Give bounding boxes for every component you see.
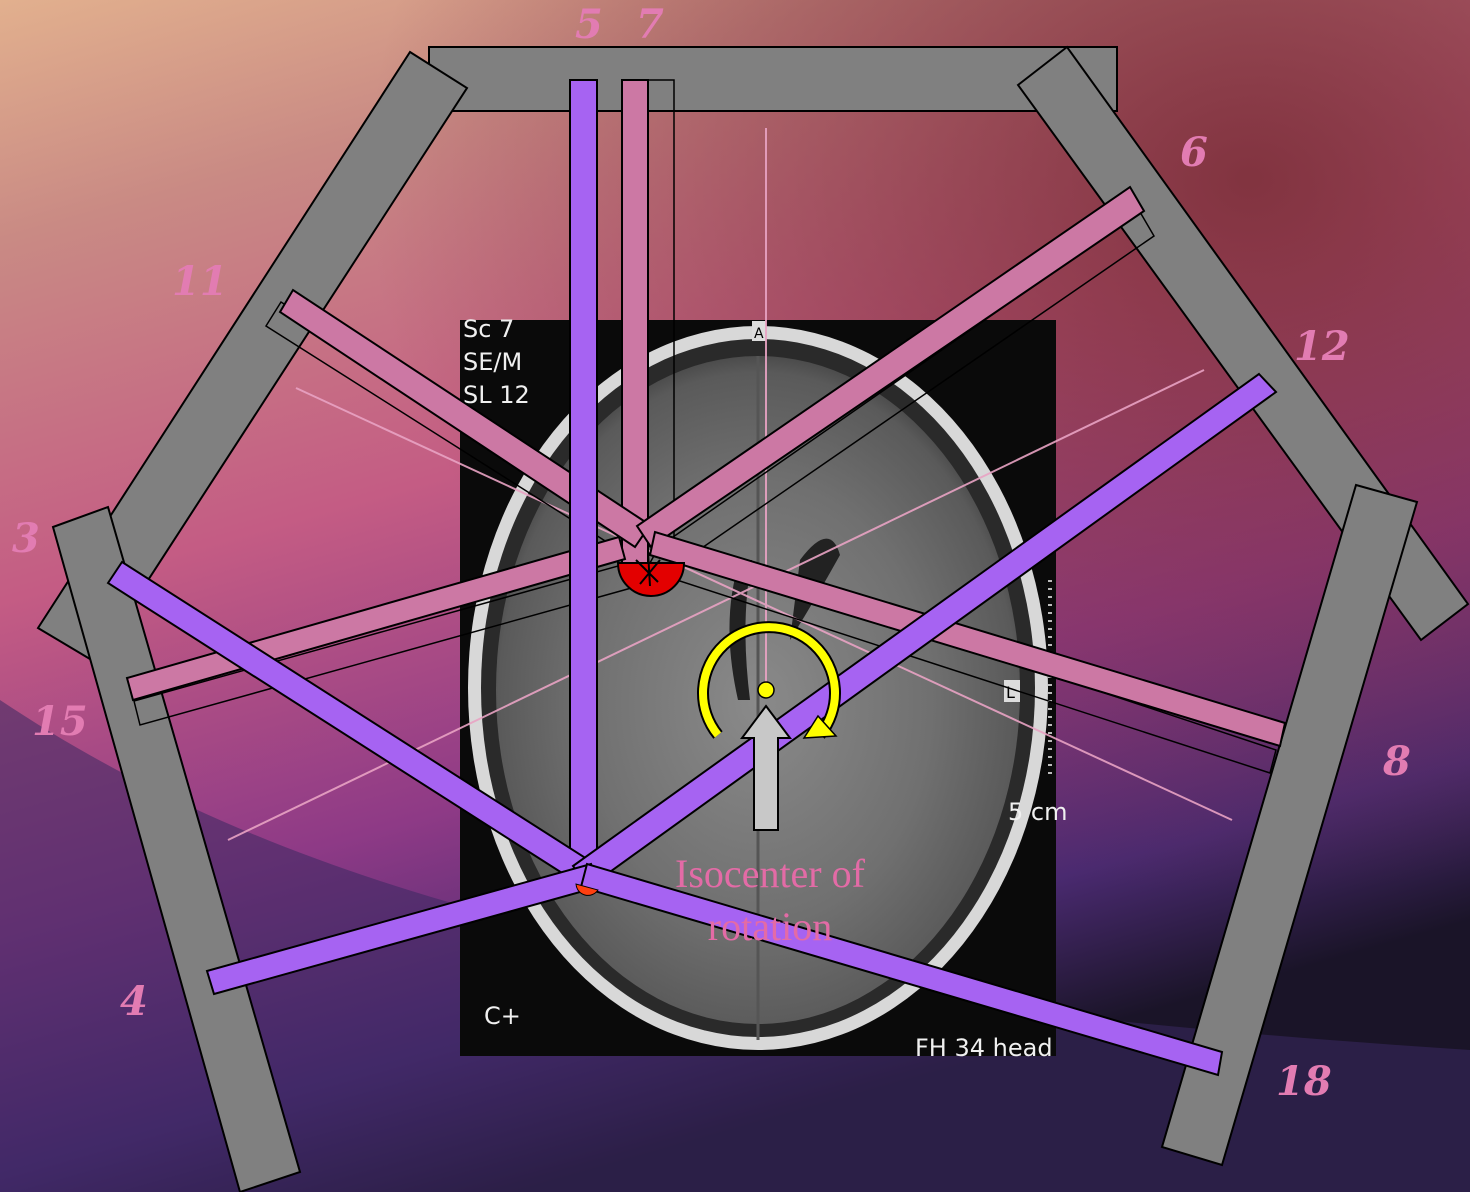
label-beam-8: 8	[1382, 738, 1411, 785]
gantry-top	[428, 46, 1118, 112]
rotation-arrowhead	[802, 714, 838, 739]
isocenter-label-line1: Isocenter of	[675, 851, 866, 896]
label-beam-6: 6	[1180, 129, 1208, 176]
mri-orientation-anterior: A	[754, 326, 764, 342]
mri-slice-label: SL 12	[463, 381, 530, 409]
mri-series-label: Sc 7	[463, 315, 514, 343]
label-beam-15: 15	[32, 698, 88, 745]
beam-7	[621, 79, 649, 566]
isocenter-pointer-arrow	[740, 704, 792, 831]
label-beam-3: 3	[12, 515, 40, 562]
label-beam-18: 18	[1276, 1058, 1332, 1105]
isocenter-point	[757, 681, 775, 699]
beam-8	[648, 530, 1287, 748]
target-beam-crossing	[635, 551, 661, 587]
secondary-target	[575, 883, 599, 896]
isocenter-label-line2: rotation	[708, 904, 832, 949]
mri-orientation-left: L	[1006, 683, 1015, 702]
mri-contrast-label: C+	[484, 1002, 521, 1030]
mri-sequence-label: SE/M	[463, 348, 522, 376]
beam-5	[569, 79, 598, 881]
mri-footer-label: FH 34 head	[915, 1034, 1053, 1062]
gantry-lower-right	[1160, 483, 1419, 1167]
beam-18	[579, 862, 1224, 1077]
mri-scale-label: 5 cm	[1008, 798, 1067, 826]
label-beam-5: 5	[575, 1, 603, 48]
beam-number-labels: 5 7 6 11 12 3 15 8 4 18	[12, 1, 1411, 1105]
gantry-lower-left	[51, 505, 302, 1192]
pink-beams	[125, 79, 1287, 748]
label-beam-12: 12	[1294, 323, 1350, 370]
label-beam-7: 7	[636, 1, 664, 48]
target-lesion	[616, 562, 686, 597]
label-beam-4: 4	[120, 978, 148, 1025]
rotation-indicator	[697, 621, 841, 831]
label-beam-11: 11	[172, 258, 228, 305]
background-swoosh	[0, 700, 1470, 1192]
purple-beams	[106, 79, 1278, 1077]
